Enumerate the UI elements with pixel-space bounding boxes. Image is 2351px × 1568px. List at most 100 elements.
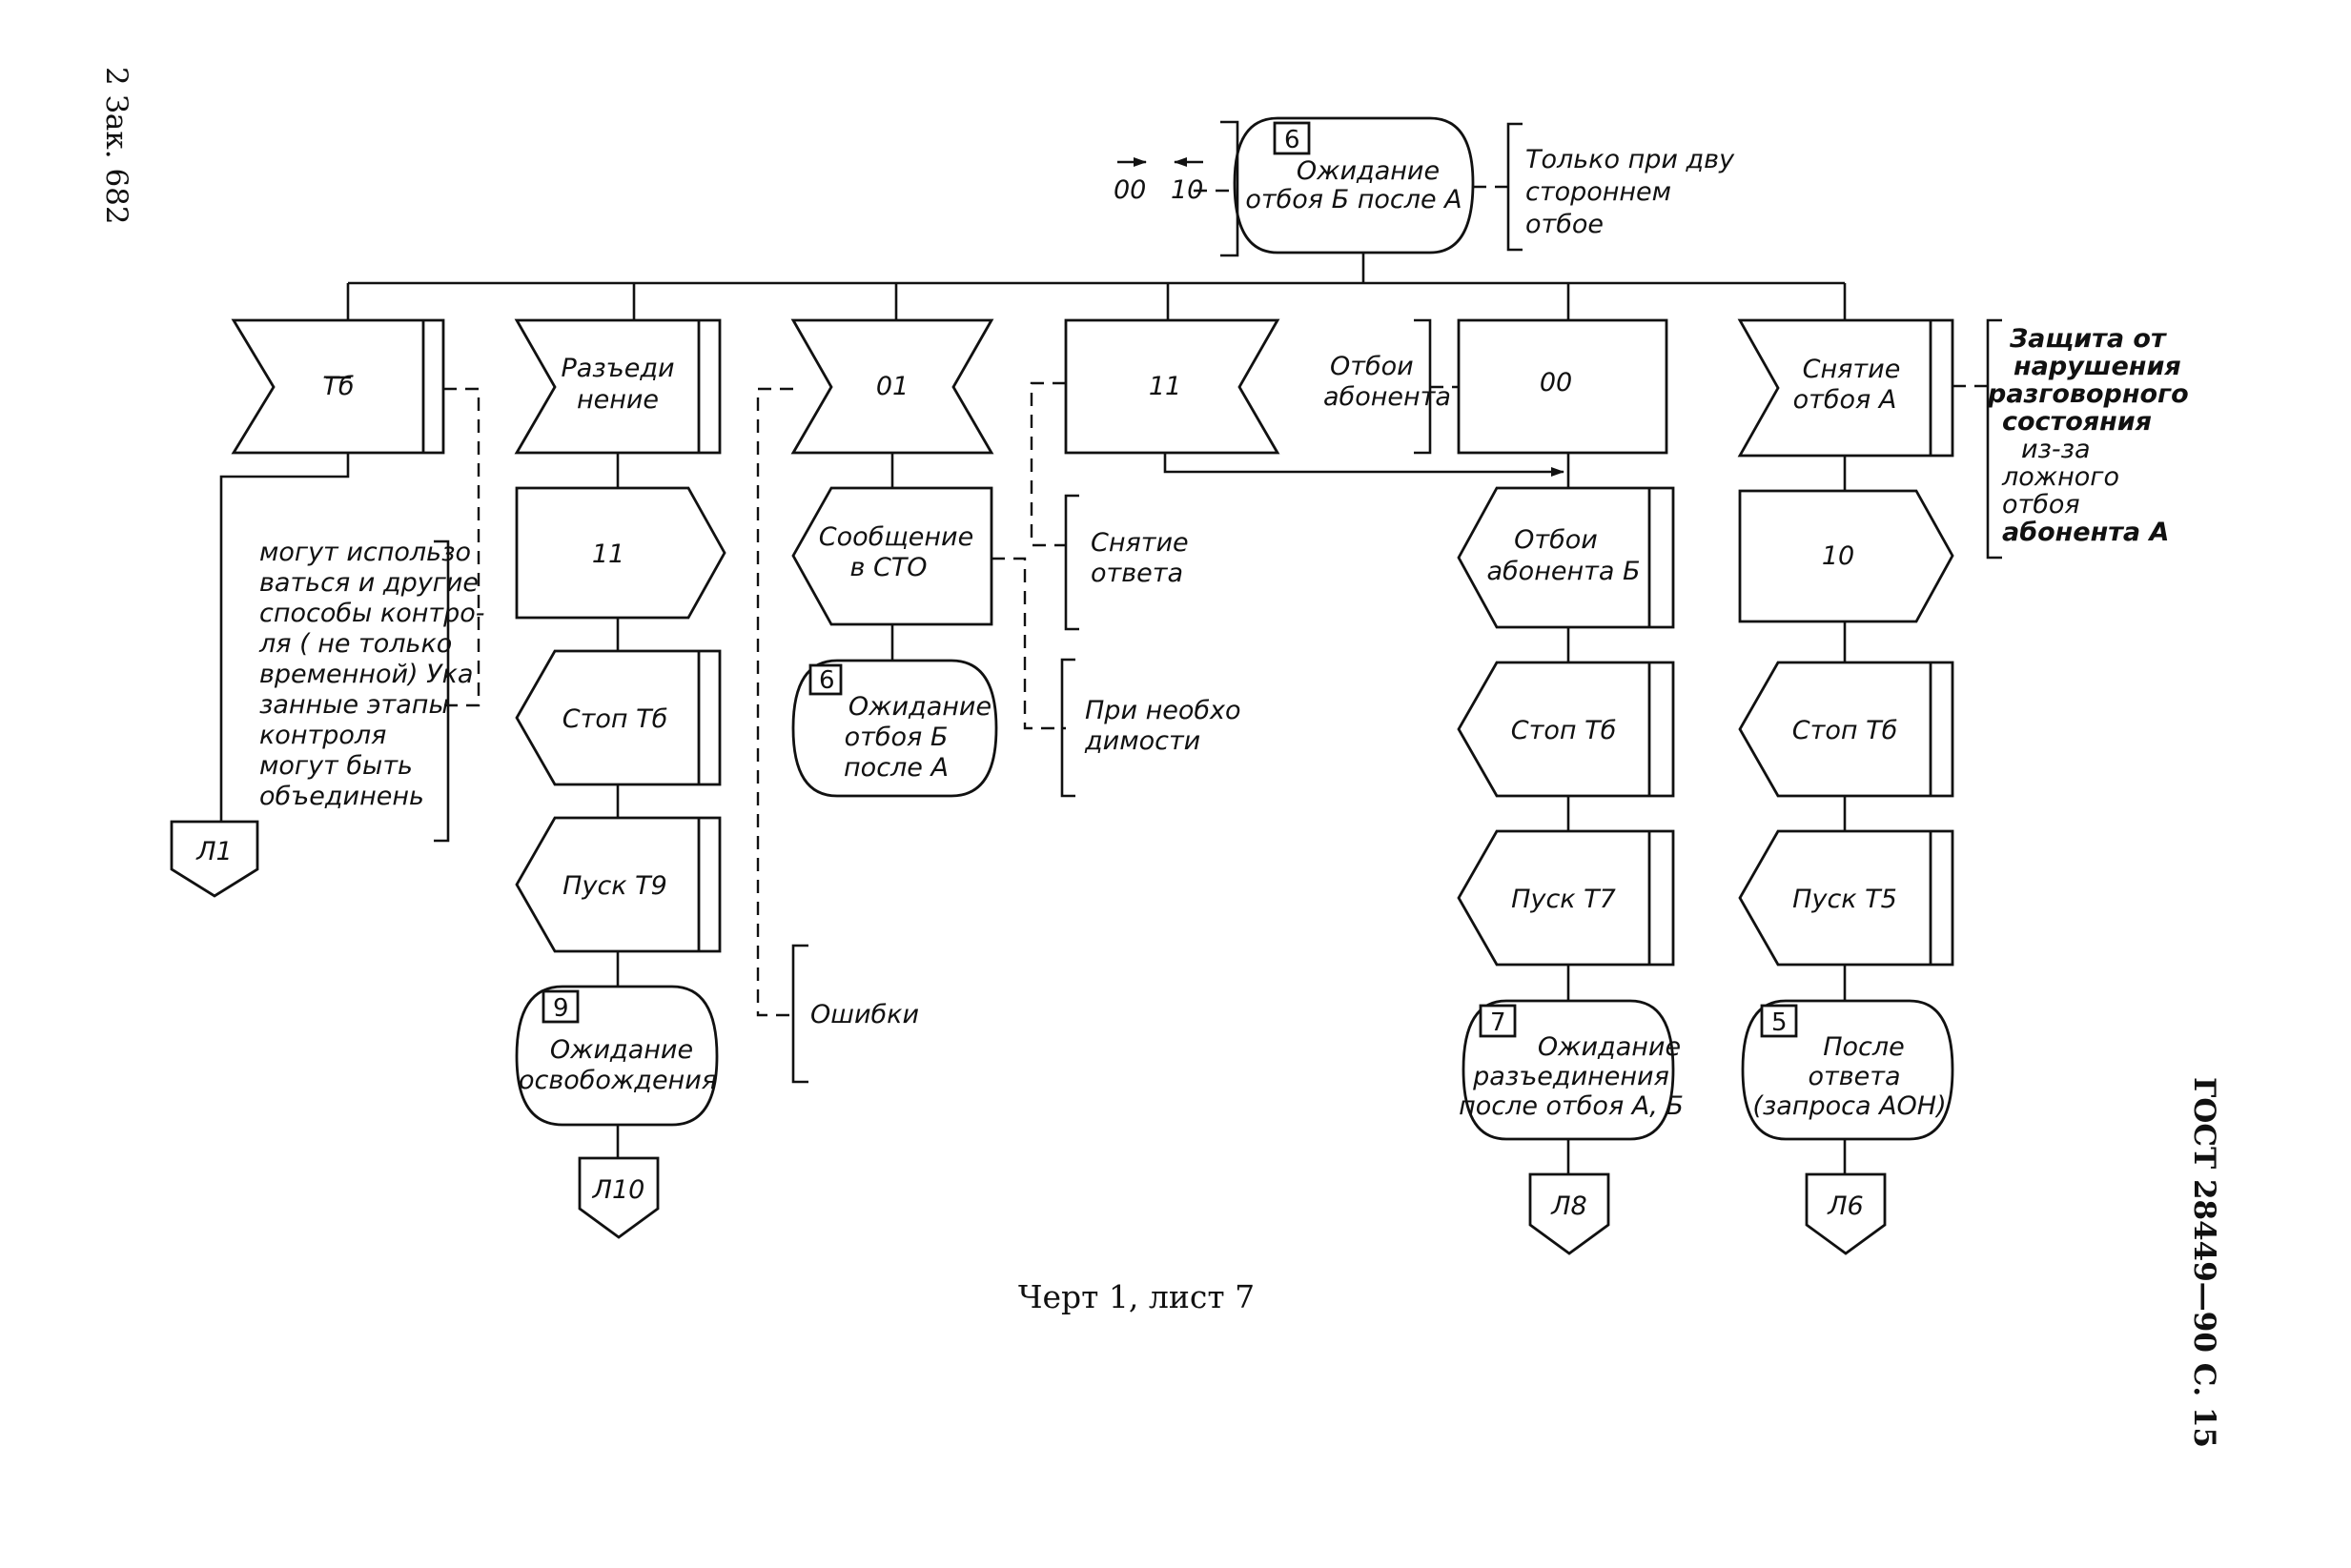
top-signal-00: 00 [1114, 175, 1146, 205]
output-sto-line-1: Сообщение [819, 522, 973, 552]
state-9-number: 9 [553, 994, 569, 1023]
state-9-line-1: Ожидание [550, 1035, 693, 1065]
state-7-line-3: после отбоя А, Б [1459, 1091, 1684, 1121]
task-stop-tb-col5-label: Стоп Тб [1511, 716, 1616, 745]
input-signal-01 [790, 318, 994, 455]
col1-note-line-2: ваться и другие [259, 568, 479, 598]
input-disconnect-line-2: нение [577, 385, 659, 415]
state-6-line-3: после А [844, 753, 949, 783]
state-6-line-2: отбоя Б [845, 723, 949, 752]
state-6-line-1: Ожидание [848, 692, 992, 722]
col6-note-line-1: Защита от [2009, 324, 2167, 354]
task-start-t7 [1457, 829, 1675, 967]
column-2: Разъеди нение 11 Стоп Тб Пуск Т9 9 Ожида… [514, 318, 726, 1239]
task-start-t9-label: Пуск Т9 [562, 871, 667, 901]
output-release-b-line-2: абонента Б [1486, 557, 1640, 586]
connector-l6-label: Л6 [1827, 1191, 1863, 1221]
col1-note-line-7: контроля [259, 721, 386, 750]
state-5-line-2: ответа [1808, 1062, 1900, 1091]
input-release-a-line-2: отбоя А [1793, 385, 1897, 415]
output-release-b-line-1: Отбои [1514, 525, 1598, 555]
col1-note-line-4: ля ( не только [258, 629, 452, 659]
output-release-b [1457, 486, 1675, 629]
top-state-line-2: отбоя Б после А [1245, 185, 1462, 214]
task-start-t9 [515, 816, 722, 953]
state-6-wait [791, 659, 998, 798]
col6-note-line-8: абонента А [2002, 518, 2169, 547]
input-disconnect-line-1: Разъеди [561, 354, 674, 383]
output-signal-11-label: 11 [592, 540, 624, 569]
task-start-t5 [1738, 829, 1954, 967]
task-start-t5-label: Пуск Т5 [1792, 885, 1897, 914]
column-3: 01 Сообщение в СТО 6 Ожидание отбоя Б по… [756, 318, 1241, 1084]
top-note-line-2: стороннем [1525, 177, 1671, 207]
output-signal-10-label: 10 [1822, 541, 1854, 571]
col6-note-line-4: состояния [2002, 407, 2152, 437]
connector-l1-label: Л1 [195, 837, 232, 866]
col1-note-line-3: способы контро- [259, 599, 485, 628]
note-answer-line-1: Снятие [1091, 528, 1189, 558]
input-release-a-removed [1737, 318, 1954, 458]
state-7-line-1: Ожидание [1538, 1032, 1681, 1062]
state-5-number: 5 [1771, 1008, 1788, 1037]
note-need-line-2: димости [1084, 726, 1200, 756]
column-5: 00 Отбои абонента Б Стоп Тб Пуск Т7 7 Ож… [1457, 318, 1684, 1255]
state-5-line-1: После [1823, 1032, 1905, 1062]
col4-note-line-2: абонента Б [1323, 382, 1477, 412]
col1-note-line-1: могут использо [259, 538, 471, 567]
input-signal-00 [1457, 318, 1668, 455]
connector-l6 [1805, 1172, 1887, 1255]
connector-l10 [578, 1156, 660, 1239]
col6-note-line-7: отбоя [2002, 490, 2080, 519]
top-state-line-1: Ожидание [1297, 156, 1440, 186]
task-stop-tb-col5 [1457, 661, 1675, 798]
col1-note-line-5: временной) Ука [259, 660, 473, 689]
top-note-line-3: отбое [1525, 210, 1604, 239]
state-5-line-3: (запроса АОН) [1752, 1091, 1946, 1121]
task-start-t7-label: Пуск Т7 [1511, 885, 1616, 914]
figure-caption: Черт 1, лист 7 [1018, 1278, 1255, 1315]
col1-note-line-9: объединень [259, 782, 424, 811]
output-message-sto [791, 486, 993, 626]
col1-note-line-6: занные этапы [259, 690, 449, 720]
task-stop-tb-col6 [1738, 661, 1954, 798]
task-stop-tb-label: Стоп Тб [562, 704, 667, 734]
input-signal-tb-label: Тб [322, 372, 354, 401]
connector-l1 [170, 820, 259, 898]
output-sto-line-2: в СТО [849, 553, 927, 582]
col6-note-line-3: разговорного [1987, 379, 2189, 409]
page-side-right: ГОСТ 28449—90 С. 15 [2187, 1077, 2221, 1448]
col6-note-line-5: из-за [2021, 435, 2091, 464]
column-6: Снятие отбоя А 10 Стоп Тб Пуск Т5 5 Посл… [1737, 318, 2189, 1255]
task-stop-tb-col6-label: Стоп Тб [1792, 716, 1897, 745]
top-state-number: 6 [1284, 126, 1300, 154]
page-side-left: 2 Зак. 682 [99, 67, 133, 225]
input-signal-11 [1064, 318, 1280, 455]
input-signal-tb [231, 318, 445, 455]
column-4: 11 Снятие ответа Отбои абонента Б [1030, 318, 1564, 631]
top-state-group: 6 Ожидание отбоя Б после А 00 10 Только … [1114, 116, 1735, 257]
state-7-line-2: разъединения [1472, 1062, 1669, 1091]
note-need-line-1: При необхо [1085, 696, 1241, 725]
state-9-line-2: освобождения [519, 1066, 717, 1095]
col4-note-line-1: Отбои [1330, 352, 1414, 381]
input-signal-00-label: 00 [1540, 368, 1572, 397]
input-signal-01-label: 01 [876, 372, 909, 401]
top-note-line-1: Только при дву [1525, 145, 1735, 174]
connector-l8 [1528, 1172, 1610, 1255]
output-signal-10 [1738, 489, 1954, 623]
input-release-a-line-1: Снятие [1803, 355, 1901, 384]
connector-l8-label: Л8 [1550, 1191, 1586, 1221]
state-7-number: 7 [1490, 1008, 1506, 1037]
state-6-number: 6 [819, 666, 835, 695]
col6-note-line-6: ложного [2001, 462, 2119, 492]
input-signal-11-label: 11 [1149, 372, 1181, 401]
column-1: Тб Л1 могут использо ваться и другие спо… [170, 318, 485, 898]
col6-note-line-2: нарушения [2014, 352, 2181, 381]
output-signal-11 [515, 486, 726, 620]
note-error: Ошибки [810, 1000, 919, 1029]
top-signal-10: 10 [1171, 175, 1203, 205]
col1-note-line-8: могут быть [259, 751, 413, 781]
connector-l10-label: Л10 [592, 1175, 645, 1205]
